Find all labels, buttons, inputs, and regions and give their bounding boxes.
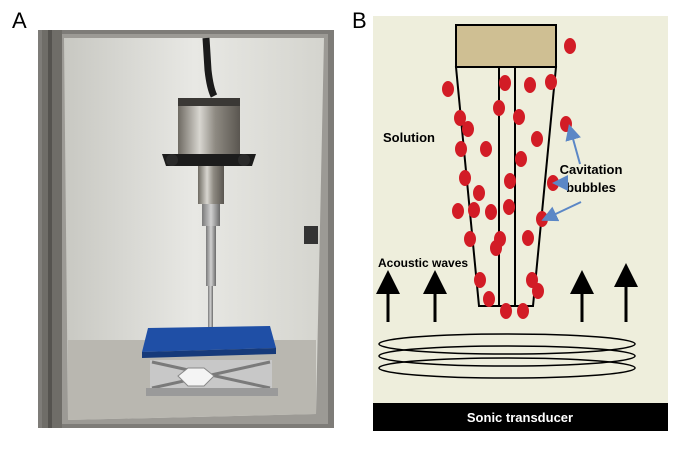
bubble xyxy=(564,38,576,54)
bubble xyxy=(545,74,557,90)
bubble xyxy=(522,230,534,246)
pointer-arrow-3 xyxy=(541,201,582,222)
bubble xyxy=(515,151,527,167)
cavitation-label-1: Cavitation xyxy=(560,162,623,177)
bubble xyxy=(493,100,505,116)
bubble xyxy=(462,121,474,137)
coil-ring-3 xyxy=(378,357,636,379)
bubble xyxy=(474,272,486,288)
jack-knob xyxy=(177,367,215,387)
bubble xyxy=(499,75,511,91)
probe-tip xyxy=(208,286,213,330)
panel-label-b: B xyxy=(352,8,367,33)
bubble xyxy=(473,185,485,201)
coil-ring-2 xyxy=(378,345,636,367)
transducer-label: Sonic transducer xyxy=(467,410,573,425)
mounting-clamp xyxy=(162,154,256,166)
bubble xyxy=(480,141,492,157)
bubble xyxy=(531,131,543,147)
enclosure-interior xyxy=(64,38,324,420)
transducer-housing xyxy=(178,102,240,164)
panel-label-a: A xyxy=(12,8,27,33)
bubble xyxy=(454,110,466,126)
bubble xyxy=(513,109,525,125)
bubble xyxy=(504,173,516,189)
solution-label: Solution xyxy=(383,130,435,145)
bubble xyxy=(442,81,454,97)
acoustic-waves-label: Acoustic waves xyxy=(378,256,468,270)
bubble xyxy=(526,272,538,288)
sonicator-photo xyxy=(38,30,334,428)
bubble xyxy=(455,141,467,157)
bubble xyxy=(517,303,529,319)
bubble xyxy=(483,291,495,307)
bubble xyxy=(485,204,497,220)
bubble xyxy=(490,240,502,256)
bubble xyxy=(500,303,512,319)
bubble xyxy=(532,283,544,299)
bubble xyxy=(459,170,471,186)
bubble xyxy=(524,77,536,93)
coupler xyxy=(198,166,224,204)
probe-horn xyxy=(206,226,216,286)
power-cable xyxy=(202,37,218,98)
cavitation-label-2: bubbles xyxy=(566,180,616,195)
bubble xyxy=(503,199,515,215)
coil-ring-1 xyxy=(378,333,636,355)
latch xyxy=(304,226,318,244)
bubble xyxy=(464,231,476,247)
transducer-bar xyxy=(373,403,668,431)
horn-cap xyxy=(455,24,557,68)
pointer-arrow-1 xyxy=(565,124,581,165)
bubble xyxy=(468,202,480,218)
bubble xyxy=(452,203,464,219)
sonication-schematic: Solution Cavitation bubbles Acoustic wav… xyxy=(373,16,668,431)
jack-platform xyxy=(142,326,276,352)
